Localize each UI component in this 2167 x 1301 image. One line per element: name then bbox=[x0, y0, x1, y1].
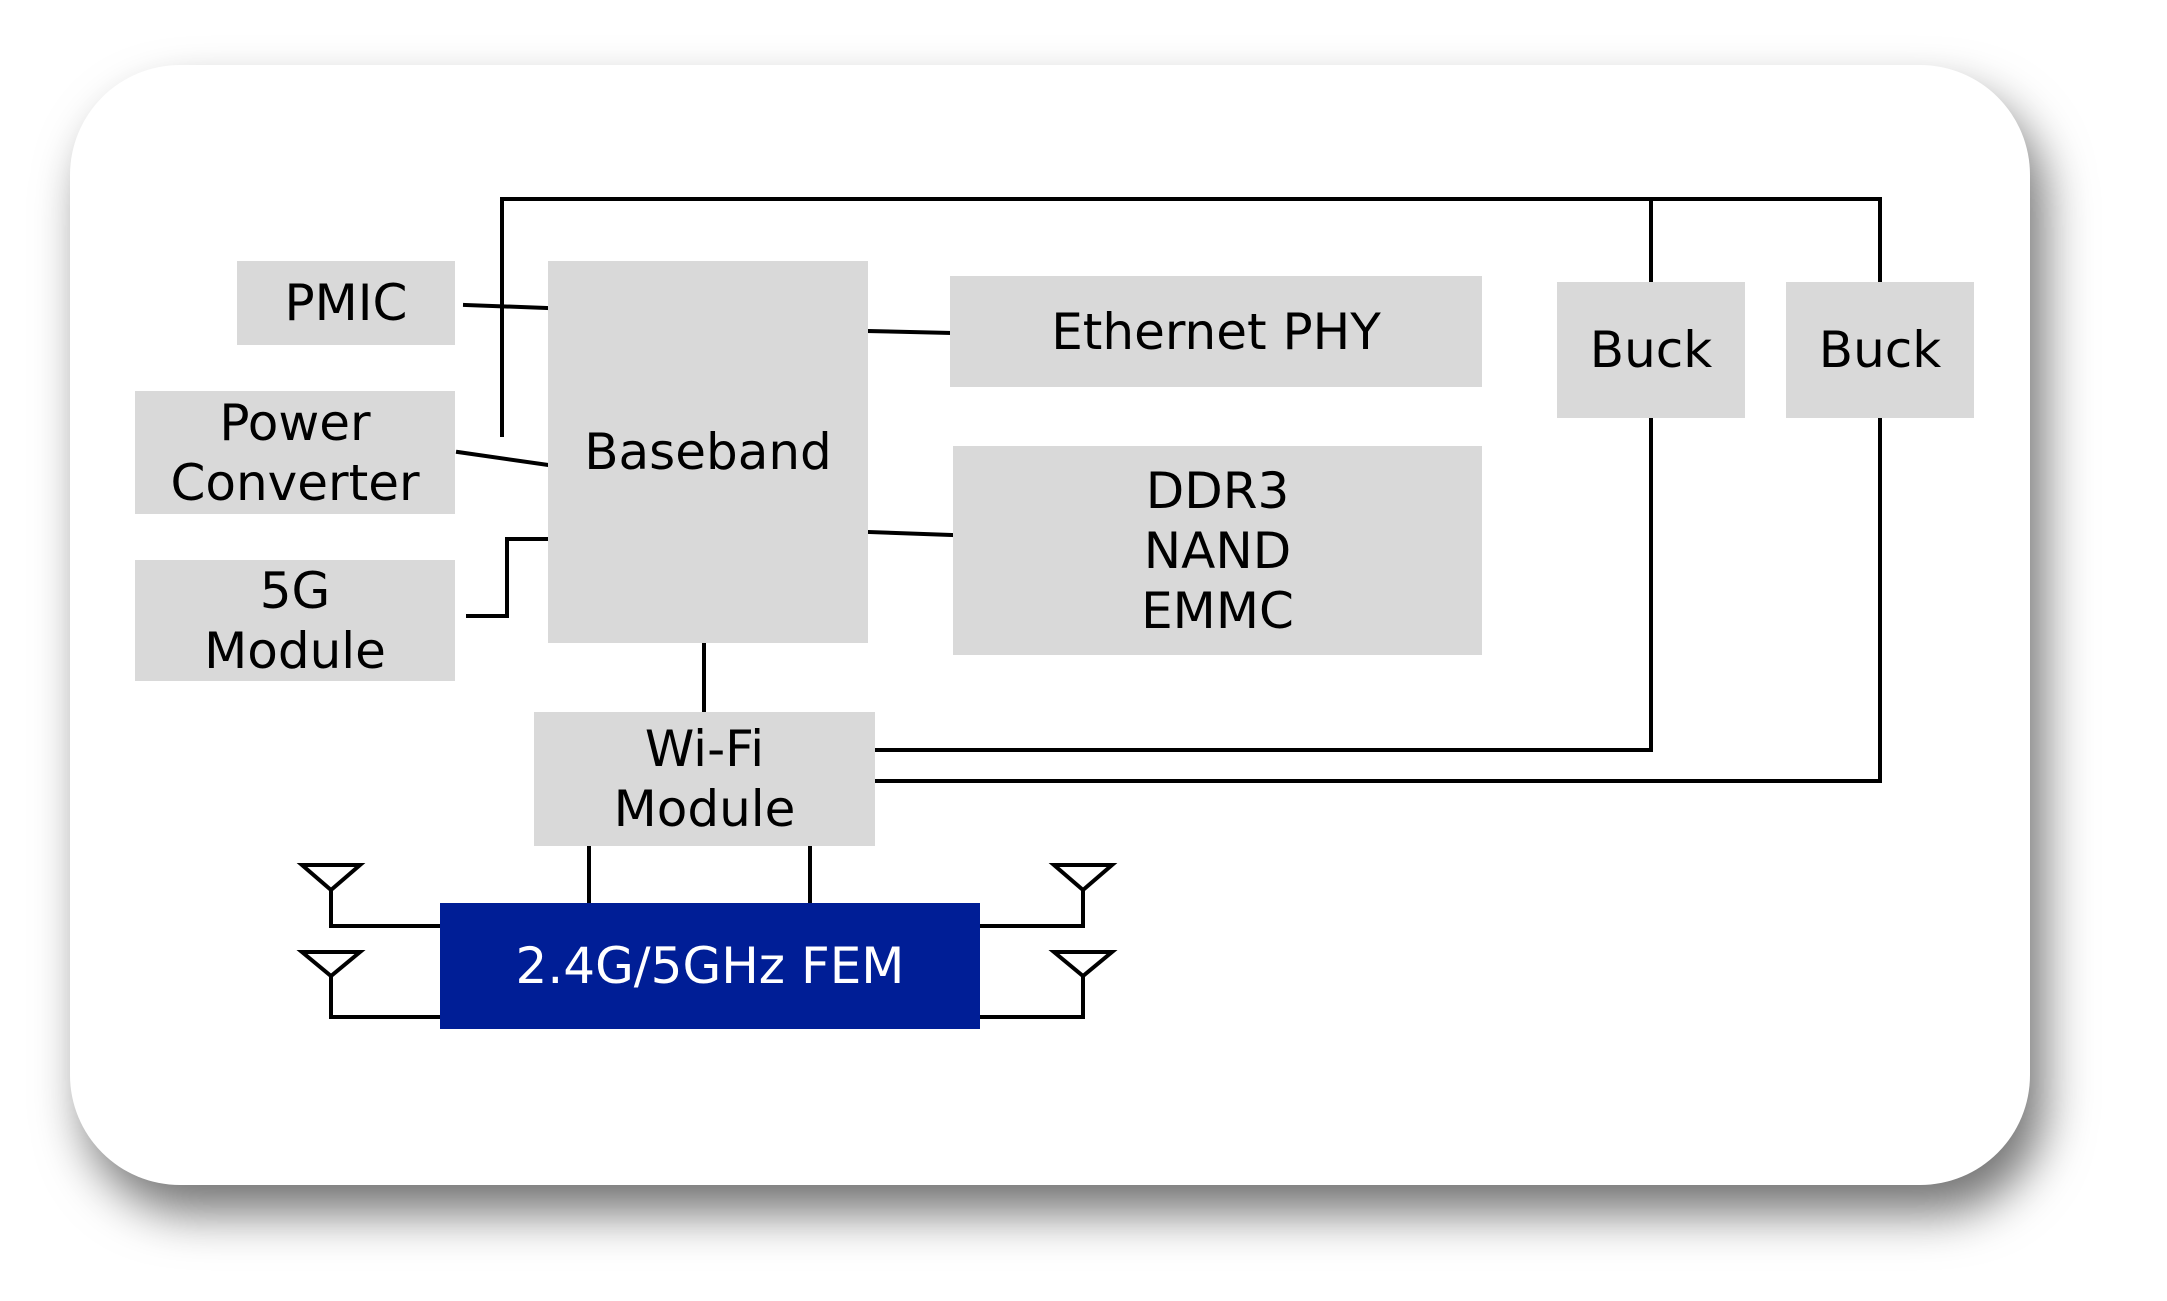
memory-block: DDR3 NAND EMMC bbox=[953, 446, 1482, 655]
fem-label: 2.4G/5GHz FEM bbox=[515, 937, 905, 995]
module-5g-label-line2: Module bbox=[204, 621, 386, 680]
pmic-label: PMIC bbox=[284, 274, 408, 332]
ethernet-phy-block: Ethernet PHY bbox=[950, 276, 1482, 387]
baseband-label: Baseband bbox=[584, 423, 832, 481]
wifi-module-label-line2: Module bbox=[613, 780, 796, 838]
wire-baseband-memory bbox=[865, 529, 956, 538]
wire-baseband-ethernet bbox=[865, 328, 953, 336]
memory-label-ddr3: DDR3 bbox=[1145, 461, 1290, 520]
memory-label-emmc: EMMC bbox=[1141, 581, 1294, 640]
wire-fem-antenna-rt bbox=[978, 888, 1085, 928]
wifi-module-label-line1: Wi-Fi bbox=[644, 720, 765, 778]
buck-block-1: Buck bbox=[1557, 282, 1745, 418]
antenna-icon bbox=[1048, 950, 1118, 979]
ethernet-phy-label: Ethernet PHY bbox=[1051, 302, 1381, 361]
wire-5g-baseband bbox=[466, 537, 550, 618]
module-5g-block: 5G Module bbox=[135, 560, 455, 681]
buck-block-2: Buck bbox=[1786, 282, 1974, 418]
wire-powerconv-baseband bbox=[455, 449, 551, 468]
wire-fem-antenna-lt bbox=[329, 888, 442, 928]
pmic-block: PMIC bbox=[237, 261, 455, 345]
fem-block: 2.4G/5GHz FEM bbox=[440, 903, 980, 1029]
power-converter-block: Power Converter bbox=[135, 391, 455, 514]
antenna-right-bottom bbox=[1048, 950, 1118, 979]
wire-fem-antenna-rb bbox=[978, 974, 1085, 1019]
antenna-icon bbox=[296, 950, 366, 979]
wire-fem-antenna-lb bbox=[329, 974, 442, 1019]
antenna-right-top bbox=[1048, 863, 1118, 893]
memory-label-nand: NAND bbox=[1143, 521, 1292, 580]
module-5g-label-line1: 5G bbox=[259, 561, 331, 620]
buck-1-label: Buck bbox=[1589, 321, 1713, 379]
power-converter-label-line2: Converter bbox=[170, 453, 420, 512]
antenna-left-bottom bbox=[296, 950, 366, 979]
wire-buck1-wifi bbox=[873, 416, 1653, 752]
antenna-left-top bbox=[296, 863, 366, 893]
buck-2-label: Buck bbox=[1818, 321, 1942, 379]
antenna-icon bbox=[1048, 863, 1118, 893]
wire-pmic-baseband bbox=[462, 302, 551, 311]
wifi-module-block: Wi-Fi Module bbox=[534, 712, 875, 846]
baseband-block: Baseband bbox=[548, 261, 868, 643]
power-converter-label-line1: Power bbox=[219, 393, 371, 452]
antenna-icon bbox=[296, 863, 366, 893]
